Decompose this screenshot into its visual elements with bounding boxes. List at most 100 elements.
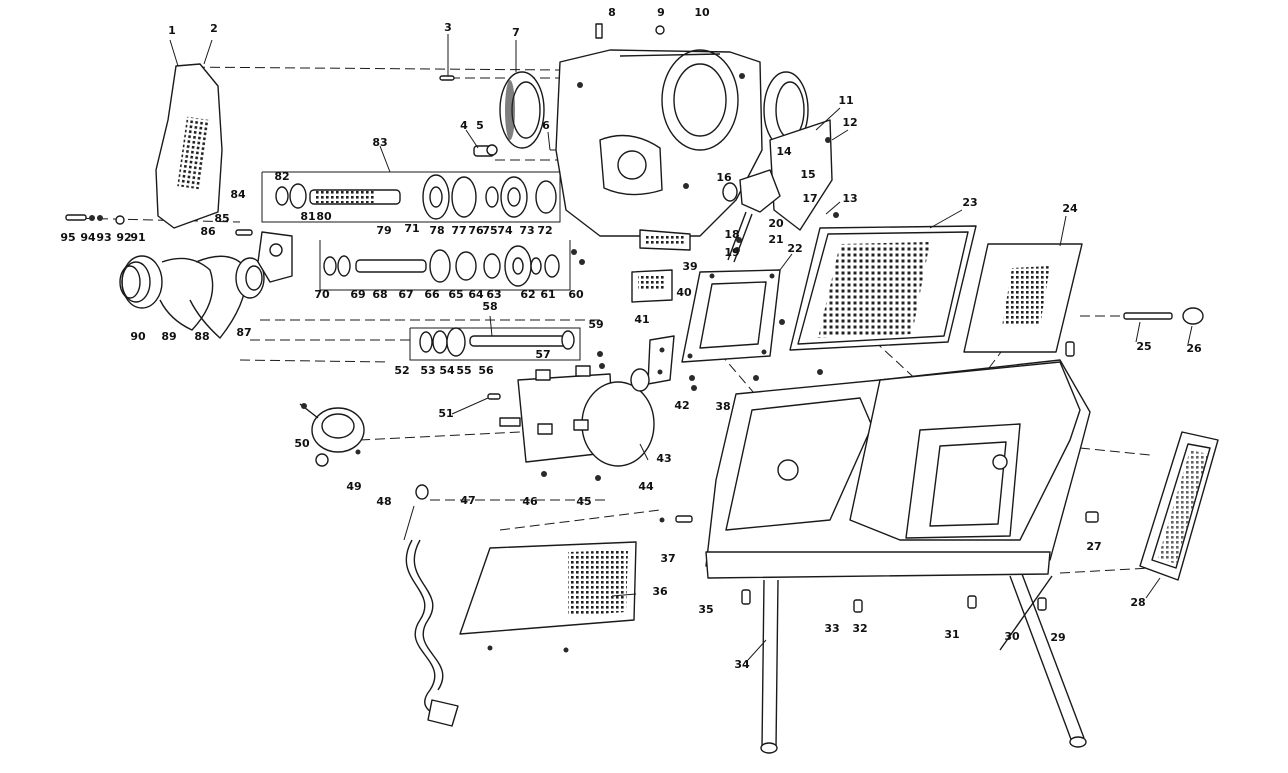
counter-shaft-assembly bbox=[409, 327, 581, 361]
callout-30: 30 bbox=[1004, 630, 1020, 643]
callout-82: 82 bbox=[274, 170, 289, 183]
callout-79: 79 bbox=[376, 224, 391, 237]
callout-77: 77 bbox=[451, 224, 466, 237]
callout-24: 24 bbox=[1062, 202, 1078, 215]
callout-8: 8 bbox=[608, 6, 616, 19]
callout-12: 12 bbox=[842, 116, 857, 129]
table-legs bbox=[760, 573, 1087, 754]
callout-76: 76 bbox=[468, 224, 484, 237]
callout-65: 65 bbox=[448, 288, 463, 301]
callout-40: 40 bbox=[676, 286, 692, 299]
callout-18: 18 bbox=[724, 228, 739, 241]
callout-42: 42 bbox=[674, 399, 689, 412]
callout-89: 89 bbox=[161, 330, 176, 343]
callout-23: 23 bbox=[962, 196, 977, 209]
callout-95: 95 bbox=[60, 231, 75, 244]
screen-trays bbox=[789, 225, 1083, 353]
bottom-cover-panel bbox=[459, 541, 637, 635]
electrical-panel bbox=[681, 269, 781, 363]
callout-26: 26 bbox=[1186, 342, 1202, 355]
callout-10: 10 bbox=[694, 6, 710, 19]
callout-78: 78 bbox=[429, 224, 444, 237]
callout-19: 19 bbox=[724, 246, 739, 259]
callout-20: 20 bbox=[768, 217, 784, 230]
switch-assembly bbox=[299, 403, 365, 467]
callout-84: 84 bbox=[230, 188, 246, 201]
callout-55: 55 bbox=[456, 364, 471, 377]
callout-37: 37 bbox=[660, 552, 675, 565]
pulley-and-belts bbox=[119, 231, 293, 339]
power-cord bbox=[405, 484, 459, 727]
callout-92: 92 bbox=[116, 231, 131, 244]
callout-69: 69 bbox=[350, 288, 365, 301]
callout-13: 13 bbox=[842, 192, 857, 205]
callout-90: 90 bbox=[130, 330, 146, 343]
callout-60: 60 bbox=[568, 288, 584, 301]
callout-51: 51 bbox=[438, 407, 453, 420]
callout-59: 59 bbox=[588, 318, 603, 331]
callout-5: 5 bbox=[476, 119, 484, 132]
callout-7: 7 bbox=[512, 26, 520, 39]
callout-87: 87 bbox=[236, 326, 251, 339]
callout-49: 49 bbox=[346, 480, 361, 493]
callout-54: 54 bbox=[439, 364, 455, 377]
callout-64: 64 bbox=[468, 288, 484, 301]
callout-28: 28 bbox=[1130, 596, 1145, 609]
callout-83: 83 bbox=[372, 136, 387, 149]
upper-spindle-assembly bbox=[261, 171, 561, 223]
callout-61: 61 bbox=[540, 288, 555, 301]
leader-lines bbox=[379, 34, 1193, 661]
bracket-plates bbox=[631, 229, 691, 385]
callout-91: 91 bbox=[130, 231, 145, 244]
callout-22: 22 bbox=[787, 242, 802, 255]
callout-63: 63 bbox=[486, 288, 501, 301]
callout-43: 43 bbox=[656, 452, 671, 465]
callout-56: 56 bbox=[478, 364, 494, 377]
callout-57: 57 bbox=[535, 348, 550, 361]
callout-81: 81 bbox=[300, 210, 315, 223]
callout-73: 73 bbox=[519, 224, 534, 237]
callout-11: 11 bbox=[838, 94, 853, 107]
callout-2: 2 bbox=[210, 22, 218, 35]
callout-62: 62 bbox=[520, 288, 535, 301]
rod-and-knob bbox=[1123, 307, 1204, 325]
callout-38: 38 bbox=[715, 400, 730, 413]
callout-21: 21 bbox=[768, 233, 783, 246]
callout-53: 53 bbox=[420, 364, 435, 377]
callout-48: 48 bbox=[376, 495, 391, 508]
callout-14: 14 bbox=[776, 145, 792, 158]
callout-31: 31 bbox=[944, 628, 959, 641]
callout-1: 1 bbox=[168, 24, 176, 37]
callout-35: 35 bbox=[698, 603, 713, 616]
callout-44: 44 bbox=[638, 480, 654, 493]
callout-71: 71 bbox=[404, 222, 419, 235]
callout-88: 88 bbox=[194, 330, 209, 343]
callout-34: 34 bbox=[734, 658, 750, 671]
callout-6: 6 bbox=[542, 119, 550, 132]
callout-29: 29 bbox=[1050, 631, 1065, 644]
callout-47: 47 bbox=[460, 494, 475, 507]
callout-86: 86 bbox=[200, 225, 216, 238]
filter-grille bbox=[1139, 431, 1219, 581]
callout-16: 16 bbox=[716, 171, 732, 184]
base-table bbox=[705, 359, 1091, 579]
callout-39: 39 bbox=[682, 260, 697, 273]
callout-70: 70 bbox=[314, 288, 330, 301]
callout-3: 3 bbox=[444, 21, 452, 34]
callout-45: 45 bbox=[576, 495, 591, 508]
callout-68: 68 bbox=[372, 288, 387, 301]
callout-72: 72 bbox=[537, 224, 552, 237]
callout-94: 94 bbox=[80, 231, 96, 244]
drive-motor bbox=[499, 365, 655, 467]
linkage-assembly bbox=[722, 169, 781, 263]
callout-27: 27 bbox=[1086, 540, 1101, 553]
callout-50: 50 bbox=[294, 437, 310, 450]
callout-75: 75 bbox=[482, 224, 497, 237]
fasteners bbox=[65, 23, 1099, 653]
callout-36: 36 bbox=[652, 585, 668, 598]
callout-17: 17 bbox=[802, 192, 817, 205]
callout-32: 32 bbox=[852, 622, 867, 635]
callout-66: 66 bbox=[424, 288, 440, 301]
